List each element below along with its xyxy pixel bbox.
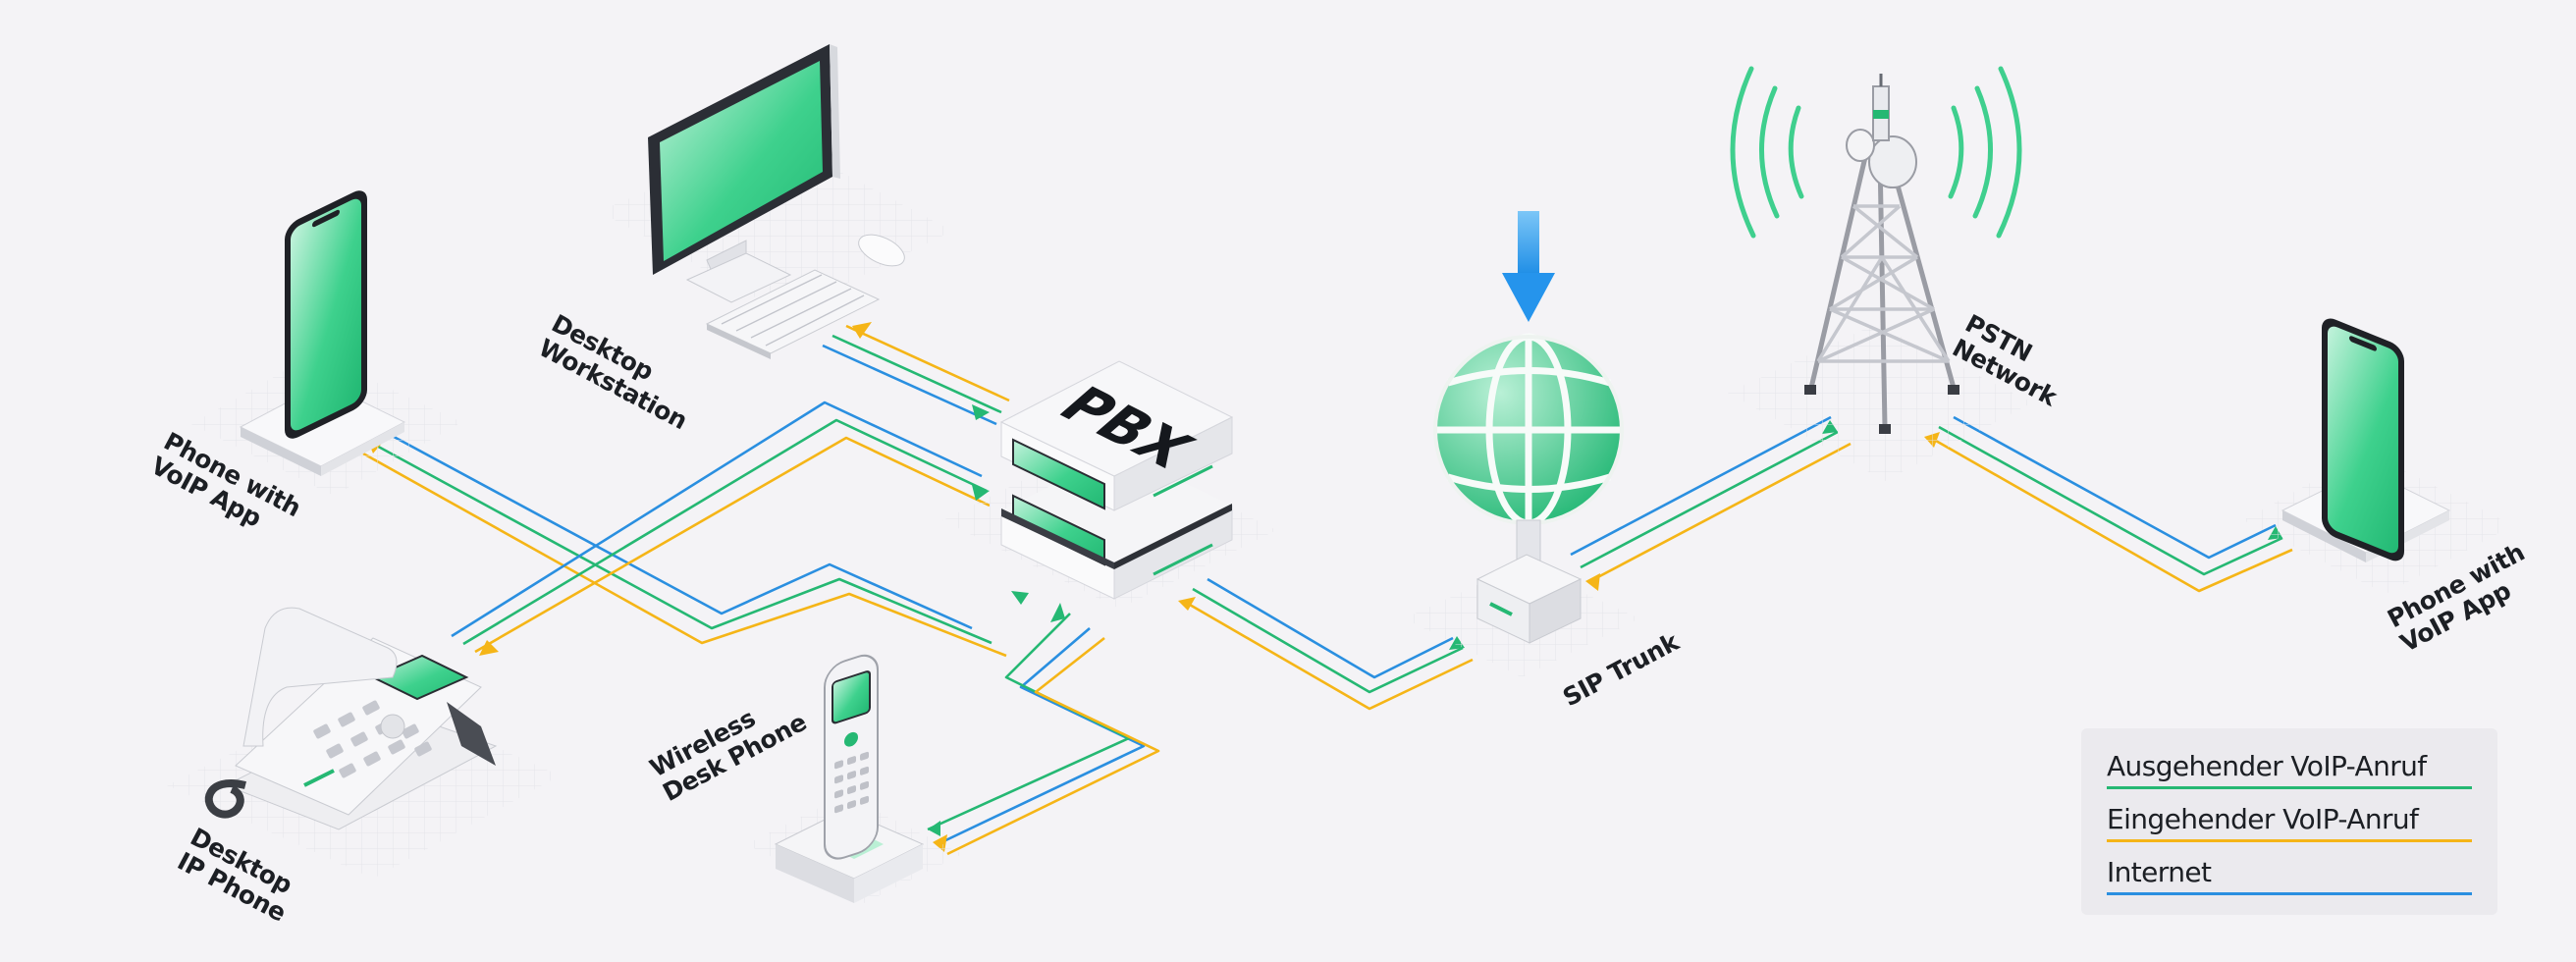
download-arrow-head — [1502, 273, 1555, 322]
phone-left-node: Phone withVoIP App — [146, 190, 461, 533]
nav-button — [380, 714, 405, 739]
arrowhead-green — [928, 821, 940, 836]
phone-device — [285, 190, 367, 439]
line-wireless-pbx-yellow — [946, 636, 1160, 856]
mouse — [858, 234, 905, 267]
base-side — [854, 844, 923, 903]
pbx-upper-top — [999, 360, 1234, 477]
phone-screen — [291, 198, 361, 431]
line-sip-pstn-green — [1580, 430, 1839, 569]
line-deskphone-pbx-green — [462, 418, 988, 646]
arrowhead-yellow — [1585, 573, 1600, 591]
line-pstn-phoneright-yellow — [1928, 435, 2293, 593]
handset — [242, 607, 398, 747]
line-deskphone-pbx-blue — [451, 401, 983, 638]
legend-label: Internet — [2107, 856, 2212, 888]
monitor-edge — [830, 44, 840, 179]
arrowhead-green — [972, 404, 990, 420]
connection-lines — [362, 324, 2293, 856]
line-phoneleft-pbx-blue — [384, 430, 973, 630]
line-desktop-pbx-green — [832, 334, 1002, 414]
line-pbx-sip-yellow — [1182, 599, 1474, 711]
legend-item-internet: Internet — [2107, 856, 2472, 895]
pbx-node: PBX — [942, 360, 1276, 609]
legend-label: Ausgehender VoIP-Anruf — [2107, 750, 2427, 782]
pstn-tower-node: PSTNNetwork — [1728, 66, 2063, 481]
phone-device — [2322, 318, 2404, 561]
line-sip-pstn-blue — [1570, 415, 1832, 557]
line-sip-pstn-yellow — [1589, 442, 1852, 583]
line-pstn-phoneright-blue — [1953, 415, 2277, 560]
line-wireless-pbx-blue — [937, 627, 1146, 846]
arrowhead-green — [972, 485, 990, 501]
sip-trunk-node: SIP Trunk — [1404, 211, 1685, 712]
legend-item-outgoing: Ausgehender VoIP-Anruf — [2107, 750, 2472, 789]
node-label-wireless: WirelessDesk Phone — [645, 683, 811, 807]
sip-box-side — [1529, 578, 1582, 644]
handset-device — [824, 654, 879, 860]
legend-item-incoming: Eingehender VoIP-Anruf — [2107, 803, 2472, 842]
antenna-dish — [1868, 135, 1917, 188]
desktop-ip-phone-node: DesktopIP Phone — [167, 607, 560, 928]
line-desktop-pbx-yellow — [845, 324, 1010, 402]
stand-front — [2282, 510, 2366, 562]
legend-label: Eingehender VoIP-Anruf — [2107, 803, 2419, 835]
phone-display — [370, 654, 469, 701]
line-desktop-pbx-blue — [822, 344, 997, 426]
phone-right-node: Phone withVoIP App — [2243, 318, 2529, 658]
line-deskphone-pbx-yellow — [474, 436, 991, 654]
node-label-desktop: DesktopWorkstation — [534, 309, 705, 436]
arrowhead-yellow — [1178, 597, 1196, 611]
tower-struts — [1816, 204, 1951, 363]
wireless-phone-node: WirelessDesk Phone — [645, 654, 962, 903]
arrowhead-yellow — [852, 322, 872, 339]
line-phoneleft-pbx-yellow — [362, 452, 1007, 658]
pbx-upper-screen — [1012, 438, 1105, 510]
keyboard-keys — [721, 274, 865, 347]
tower-feet — [1804, 385, 1959, 434]
arrowhead-yellow — [479, 640, 499, 656]
phone-screen — [2328, 326, 2398, 554]
arrowhead-green — [1050, 603, 1065, 622]
download-arrow-shaft — [1518, 211, 1539, 275]
base-front — [776, 844, 854, 903]
keypad — [313, 700, 432, 778]
floor-shadow — [1728, 324, 2032, 481]
phone-cord — [204, 779, 246, 819]
line-pbx-sip-blue — [1207, 577, 1454, 679]
line-pstn-phoneright-green — [1938, 425, 2283, 576]
line-pbx-sip-green — [1192, 587, 1464, 694]
arrowhead-green — [1011, 591, 1029, 605]
stand-side — [321, 422, 404, 476]
monitor-screen — [660, 61, 823, 261]
radio-waves — [1730, 66, 2022, 239]
line-phoneleft-pbx-green — [372, 442, 993, 645]
monitor-base — [685, 252, 792, 303]
phone-stand — [447, 702, 496, 766]
legend: Ausgehender VoIP-Anruf Eingehender VoIP-… — [2081, 728, 2497, 915]
stand-front — [241, 427, 321, 476]
